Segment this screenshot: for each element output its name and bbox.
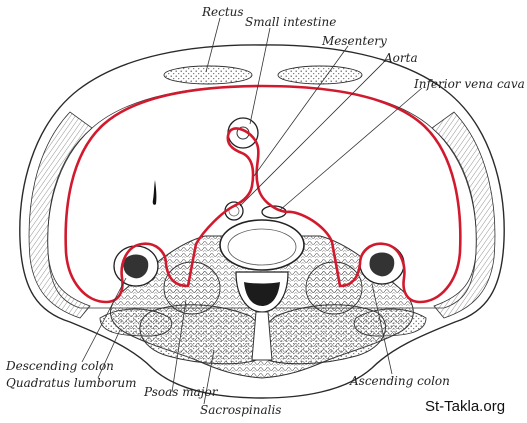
label-aorta: Aorta <box>383 51 418 65</box>
quadratus-lumborum-right <box>353 308 427 337</box>
watermark: St-Takla.org <box>425 398 505 415</box>
rectus-left <box>163 65 253 85</box>
label-psoas-major: Psoas major <box>143 385 219 399</box>
cavity-marker <box>152 180 157 205</box>
right-lateral-muscles <box>431 111 496 319</box>
vertebral-body <box>219 219 305 271</box>
spinal-cord <box>244 282 280 306</box>
quadratus-lumborum-left <box>99 308 173 337</box>
ascending-colon-content <box>369 252 395 277</box>
label-quadratus-lumborum: Quadratus lumborum <box>6 376 137 390</box>
psoas-major-right <box>305 261 363 315</box>
descending-colon-content <box>123 254 149 279</box>
label-inferior-vena-cava: Inferior vena cava <box>413 77 525 91</box>
spinous-process <box>251 311 273 361</box>
left-lateral-muscles <box>28 111 93 319</box>
label-sacrospinalis: Sacrospinalis <box>200 403 281 417</box>
label-mesentery: Mesentery <box>321 34 387 48</box>
rectus-right <box>277 65 363 85</box>
label-ascending-colon: Ascending colon <box>349 374 450 388</box>
label-rectus: Rectus <box>201 5 244 19</box>
leader-lines <box>81 17 423 405</box>
body-wall-outer <box>19 44 505 399</box>
peritoneum-line <box>64 84 462 304</box>
label-descending-colon: Descending colon <box>5 359 114 373</box>
label-small-intestine: Small intestine <box>245 15 336 29</box>
vertebral-body-inner <box>227 228 297 266</box>
